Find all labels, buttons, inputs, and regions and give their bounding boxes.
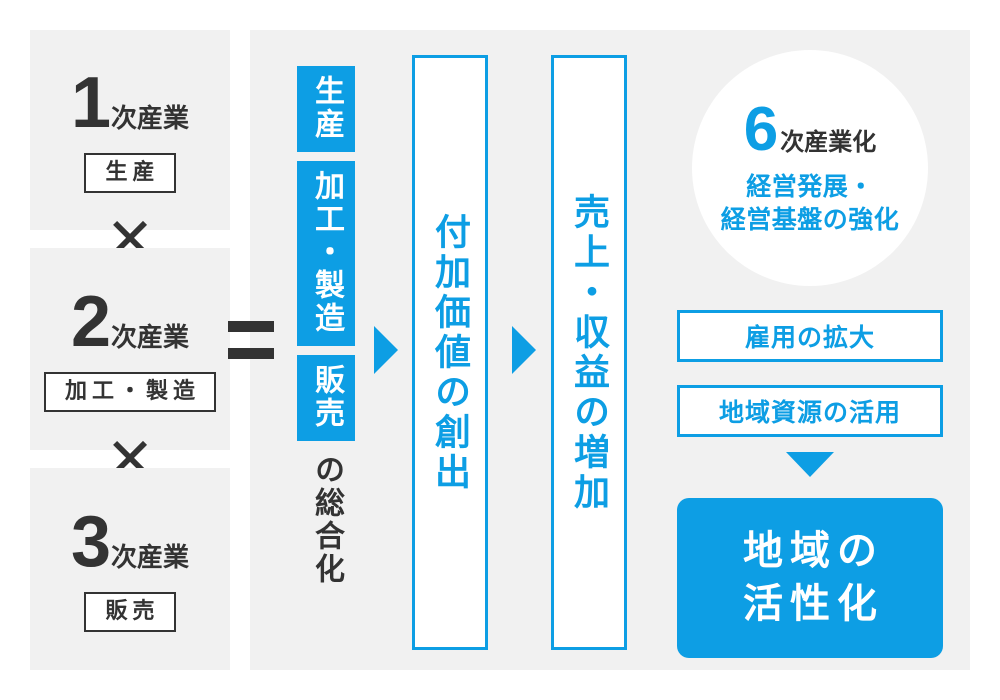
industry-tag-2: 加工・製造 [43,372,216,412]
industry-suffix-3: 次産業 [111,542,190,573]
integration-chip-production: 生産 [297,66,355,152]
goal-number: 6 [743,94,778,164]
outcome-box-added-value: 付加価値の創出 [412,55,488,650]
outcome-box-added-value-label: 付加価値の創出 [430,212,471,493]
outcome-box-sales-profit: 売上・収益の増加 [551,55,627,650]
outcome-employment-expansion: 雇用の拡大 [677,310,943,362]
integration-chip-processing: 加工・製造 [297,161,355,346]
result-line-1: 地域の [743,529,884,574]
integration-tail-label: の総合化 [310,454,343,586]
industry-heading-3: 3 次産業 [71,506,189,578]
equals-operator [228,318,274,362]
industry-number-3: 3 [70,502,111,583]
equals-bar-top [228,321,274,332]
integration-chips-column: 生産 加工・製造 販売 の総合化 [297,66,355,586]
industry-block-primary: 1 次産業 生産 [30,30,230,230]
goal-subtitle-line-2: 経営基盤の強化 [720,206,900,234]
industry-suffix-1: 次産業 [111,103,190,134]
industry-suffix-2: 次産業 [111,322,190,353]
arrow-right-icon-1 [374,326,398,374]
arrow-down-icon [786,452,834,477]
outcome-box-sales-profit-label: 売上・収益の増加 [569,192,610,513]
outcome-regional-resource-use: 地域資源の活用 [677,385,943,437]
integration-chip-sales: 販売 [297,355,355,441]
industry-block-tertiary: 3 次産業 販売 [30,468,230,670]
industry-heading-1: 1 次産業 [71,67,189,139]
industry-heading-2: 2 次産業 [71,286,189,358]
equals-bar-bottom [228,348,274,359]
industry-tag-1: 生産 [84,153,176,193]
goal-subtitle-line-1: 経営発展・ [746,172,874,201]
industry-block-secondary: 2 次産業 加工・製造 [30,248,230,450]
result-regional-revitalization: 地域の 活性化 [677,498,943,658]
goal-suffix: 次産業化 [780,128,877,156]
result-line-2: 活性化 [743,582,884,626]
arrow-right-icon-2 [512,326,536,374]
goal-heading: 6 次産業化 [743,94,877,164]
goal-circle: 6 次産業化 経営発展・ 経営基盤の強化 [692,50,928,286]
industry-number-1: 1 [70,63,111,144]
industry-tag-3: 販売 [84,592,176,632]
industry-number-2: 2 [70,282,111,363]
